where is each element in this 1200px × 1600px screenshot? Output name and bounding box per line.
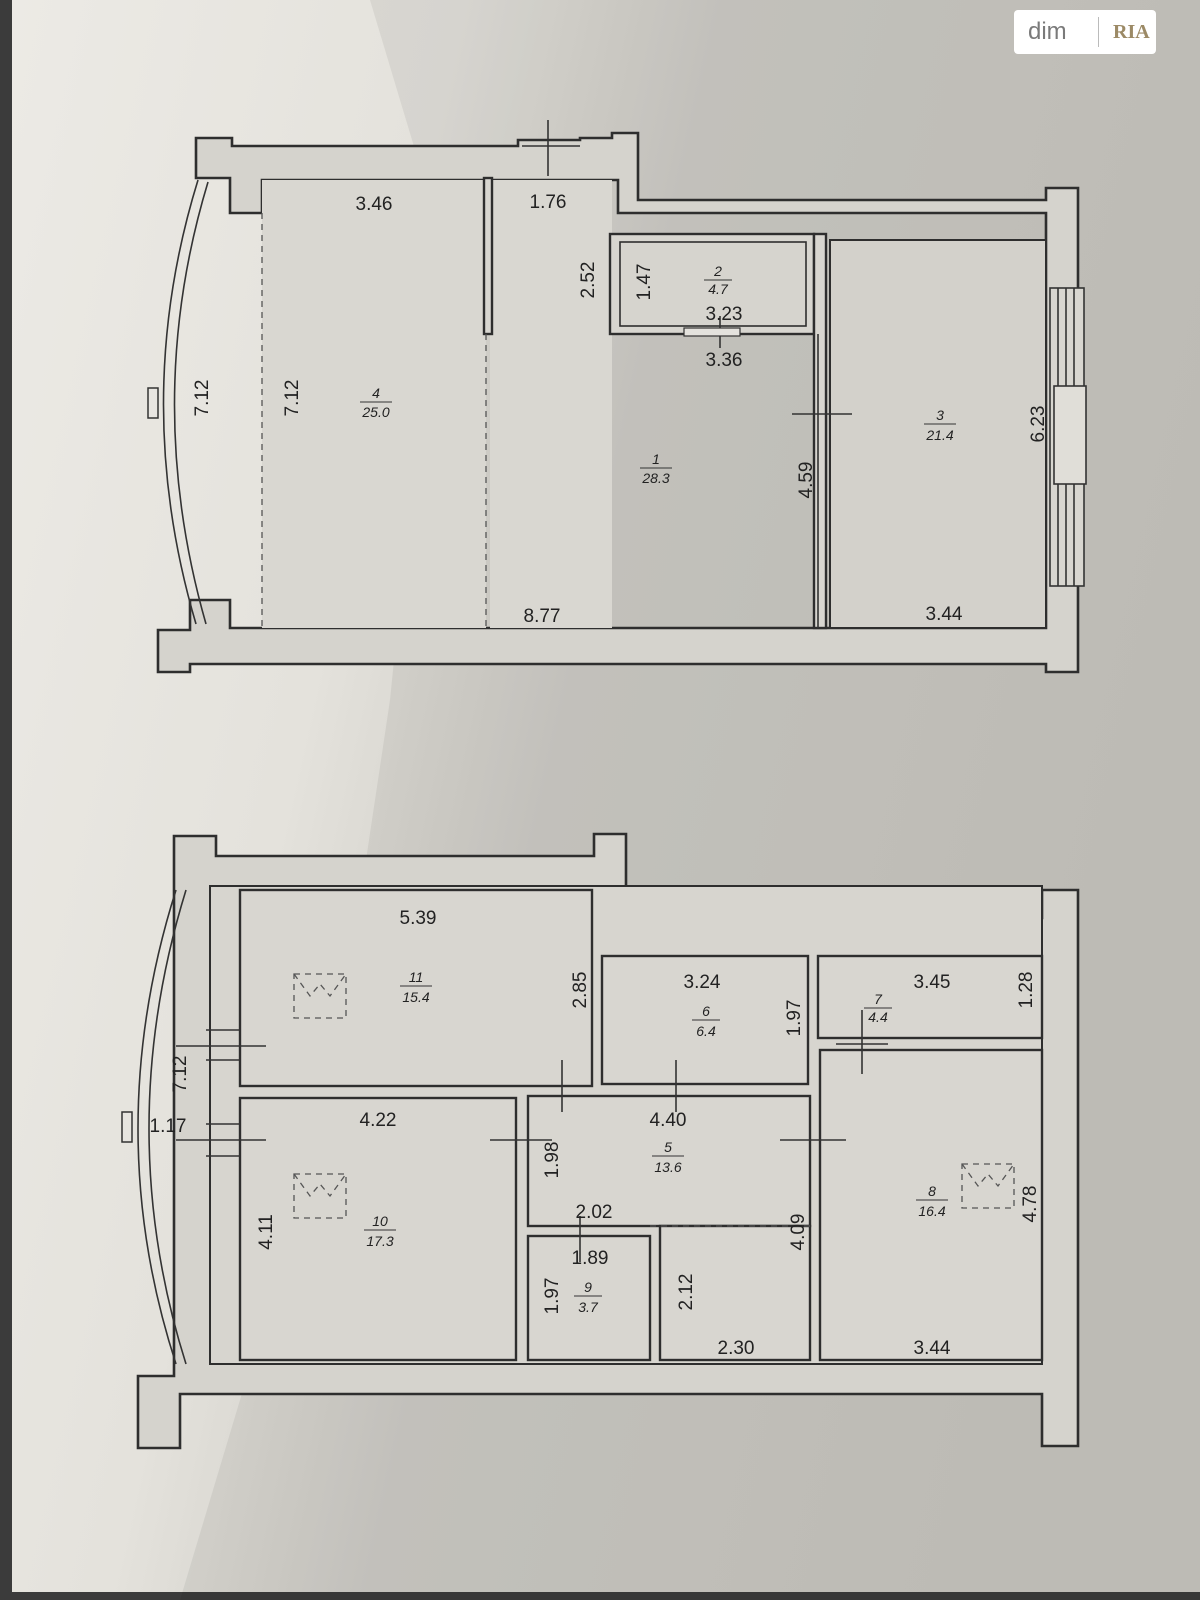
room-4-area: 25.0 [361,404,389,420]
dim-upper-3-46: 3.46 [356,194,393,215]
dim-lower-3-45: 3.45 [914,972,951,993]
dim-upper-1-76: 1.76 [530,192,567,213]
room-label-7: 7 4.4 [864,991,892,1025]
dim-lower-1-98: 1.98 [542,1142,563,1179]
balcony-glazing-upper [162,179,199,625]
vent-symbol-room-8 [961,1163,1015,1209]
room-7-walls [816,954,1044,1040]
room-9-area: 3.7 [578,1299,599,1315]
dim-lower-1-89: 1.89 [572,1248,609,1269]
dim-upper-7-12-inner: 7.12 [282,380,303,417]
room-7-area: 4.4 [868,1009,888,1025]
room-6-number: 6 [702,1003,710,1019]
watermark-dim-text: dim [1028,18,1067,45]
room-8-walls [818,1048,1044,1362]
dim-upper-2-52: 2.52 [578,262,599,299]
watermark-ria-text: RIA [1113,20,1150,43]
dim-lower-7-12: 7.12 [170,1056,191,1093]
room-11-number: 11 [409,969,424,985]
dim-lower-2-85: 2.85 [570,972,591,1009]
dim-upper-3-36: 3.36 [706,350,743,371]
dim-lower-4-78: 4.78 [1020,1186,1041,1223]
dim-lower-3-44: 3.44 [914,1338,951,1359]
room-5-number: 5 [664,1139,672,1155]
room-2-area: 4.7 [708,281,729,297]
upper-floor-plan: 3.46 1.76 7.12 7.12 2.52 1.47 3.23 3.36 … [147,120,1087,674]
room-3-area: 21.4 [925,427,953,443]
dim-upper-1-47: 1.47 [634,264,655,301]
room-4-number: 4 [372,385,380,401]
room-9-walls [526,1234,652,1362]
dim-upper-3-23: 3.23 [706,304,743,325]
dim-lower-3-24: 3.24 [684,972,721,993]
room-label-3: 3 21.4 [924,407,956,443]
dim-lower-2-02: 2.02 [576,1202,613,1223]
vent-symbol-room-11 [293,973,347,1019]
room-9-number: 9 [584,1279,592,1295]
room-label-4: 4 25.0 [360,385,392,420]
dim-lower-1-97-upper: 1.97 [784,1000,805,1037]
room-8-area: 16.4 [918,1203,945,1219]
dim-lower-4-40: 4.40 [650,1110,687,1131]
room-1-number: 1 [652,451,660,467]
dim-lower-2-12: 2.12 [676,1274,697,1311]
dim-lower-1-97-lower: 1.97 [542,1278,563,1315]
dim-upper-8-77: 8.77 [524,606,561,627]
lower-floor-plan: 5.39 2.85 3.24 1.97 3.45 1.28 7.12 1.17 … [121,832,1080,1450]
room-10-area: 17.3 [366,1233,393,1249]
room-label-1: 1 28.3 [640,451,672,486]
room-6-area: 6.4 [696,1023,716,1039]
dim-upper-7-12-outer: 7.12 [192,380,213,417]
dim-upper-4-59: 4.59 [796,462,817,499]
room-10-walls [238,1096,518,1362]
room-1-area: 28.3 [641,470,669,486]
room-label-9: 9 3.7 [574,1279,602,1315]
watermark-logo: dim RIA [1014,10,1156,54]
dim-upper-3-44: 3.44 [926,604,963,625]
room-label-5: 5 13.6 [652,1139,684,1175]
room-5-area: 13.6 [654,1159,681,1175]
room-label-11: 11 15.4 [400,969,432,1005]
dim-lower-5-39: 5.39 [400,908,437,929]
watermark-separator [1098,17,1099,47]
upper-partition-wall [482,176,494,336]
room-2-number: 2 [713,263,722,279]
room-label-2: 2 4.7 [704,263,732,297]
room-11-walls [238,888,594,1088]
room-label-10: 10 17.3 [364,1213,396,1249]
room-5b-walls [658,1224,812,1362]
dim-lower-4-22: 4.22 [360,1110,397,1131]
room-label-6: 6 6.4 [692,1003,720,1039]
room-3-number: 3 [936,407,944,423]
room-8-number: 8 [928,1183,936,1199]
balcony-glazing-lower [137,889,177,1365]
room-7-number: 7 [874,991,883,1007]
room-11-area: 15.4 [402,989,429,1005]
dim-upper-6-23: 6.23 [1028,406,1049,443]
room-label-8: 8 16.4 [916,1183,948,1219]
dim-lower-1-28: 1.28 [1016,972,1037,1009]
dim-lower-2-30: 2.30 [718,1338,755,1359]
wall-1-3 [812,232,828,630]
vent-symbol-room-10 [293,1173,347,1219]
dim-lower-1-17: 1.17 [150,1116,187,1137]
dim-lower-4-09: 4.09 [788,1214,809,1251]
room-10-number: 10 [372,1213,388,1229]
dim-lower-4-11: 4.11 [256,1214,277,1250]
